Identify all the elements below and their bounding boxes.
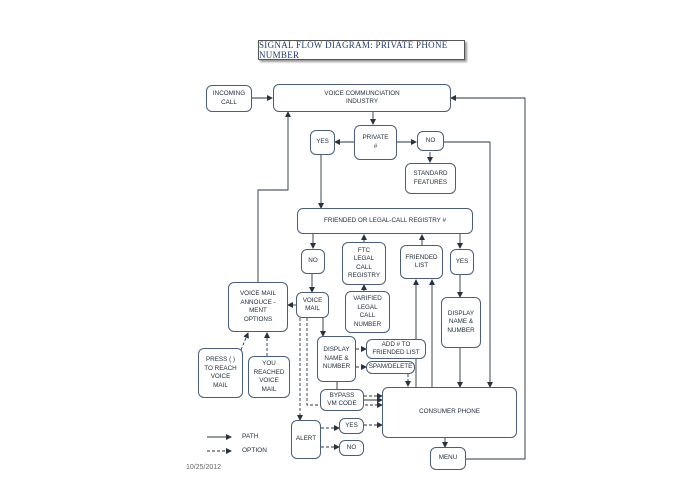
date-stamp: 10/25/2012 bbox=[186, 464, 222, 471]
node-voice-mail: VOICE MAIL bbox=[296, 292, 329, 318]
node-voice-communication-industry: VOICE COMMUNCIATION INDUSTRY bbox=[273, 84, 451, 112]
node-private-number: PRIVATE # bbox=[354, 125, 397, 160]
node-add-to-friended-list: ADD # TO FRIENDED LIST bbox=[366, 339, 426, 359]
edge-menu-to-industry bbox=[450, 95, 526, 460]
node-press-to-reach-voice-mail: PRESS ( ) TO REACH VOICE MAIL bbox=[198, 348, 243, 398]
node-display-name-number-right: DISPLAY NAME & NUMBER bbox=[441, 297, 481, 348]
node-friended-list: FRIENDED LIST bbox=[400, 245, 443, 279]
node-incoming-call: INCOMING CALL bbox=[206, 85, 252, 112]
node-friended-or-legal-call-registry: FRIENDED OR LEGAL-CALL REGISTRY # bbox=[297, 208, 473, 234]
node-no-alert: NO bbox=[339, 440, 364, 456]
node-no-private: NO bbox=[417, 131, 444, 151]
node-consumer-phone: CONSUMER PHONE bbox=[382, 387, 517, 438]
node-standard-features: STANDARD FEATURES bbox=[405, 163, 456, 194]
node-verified-legal-call-number: VARIFIED LEGAL CALL NUMBER bbox=[345, 291, 390, 333]
diagram-title: SIGNAL FLOW DIAGRAM: PRIVATE PHONE NUMBE… bbox=[258, 40, 465, 60]
node-ftc-legal-call-registry: FTC LEGAL CALL REGISTRY bbox=[342, 242, 386, 285]
legend-option-label: OPTION bbox=[242, 447, 267, 454]
node-yes-alert: YES bbox=[339, 418, 364, 434]
legend-path-label: PATH bbox=[242, 433, 259, 440]
node-alert: ALERT bbox=[291, 420, 321, 459]
node-yes-registry: YES bbox=[450, 249, 474, 275]
edge-announce-to-industry bbox=[257, 111, 291, 282]
node-bypass-vm-code: BYPASS VM CODE bbox=[320, 389, 364, 411]
edge-no-to-consumer bbox=[444, 141, 493, 388]
node-no-registry: NO bbox=[301, 249, 325, 274]
node-spam-delete: SPAM/DELETE bbox=[366, 361, 415, 374]
node-voice-mail-announcement-options: VOICE MAIL ANNOUCE - MENT OPTIONS bbox=[228, 282, 288, 332]
option-press-to-announce bbox=[240, 332, 249, 351]
node-display-name-number-left: DISPLAY NAME & NUMBER bbox=[317, 336, 356, 382]
node-you-reached-voice-mail: YOU REACHED VOICE MAIL bbox=[248, 356, 290, 398]
node-menu: MENU bbox=[430, 447, 466, 470]
node-yes-private: YES bbox=[310, 130, 335, 155]
